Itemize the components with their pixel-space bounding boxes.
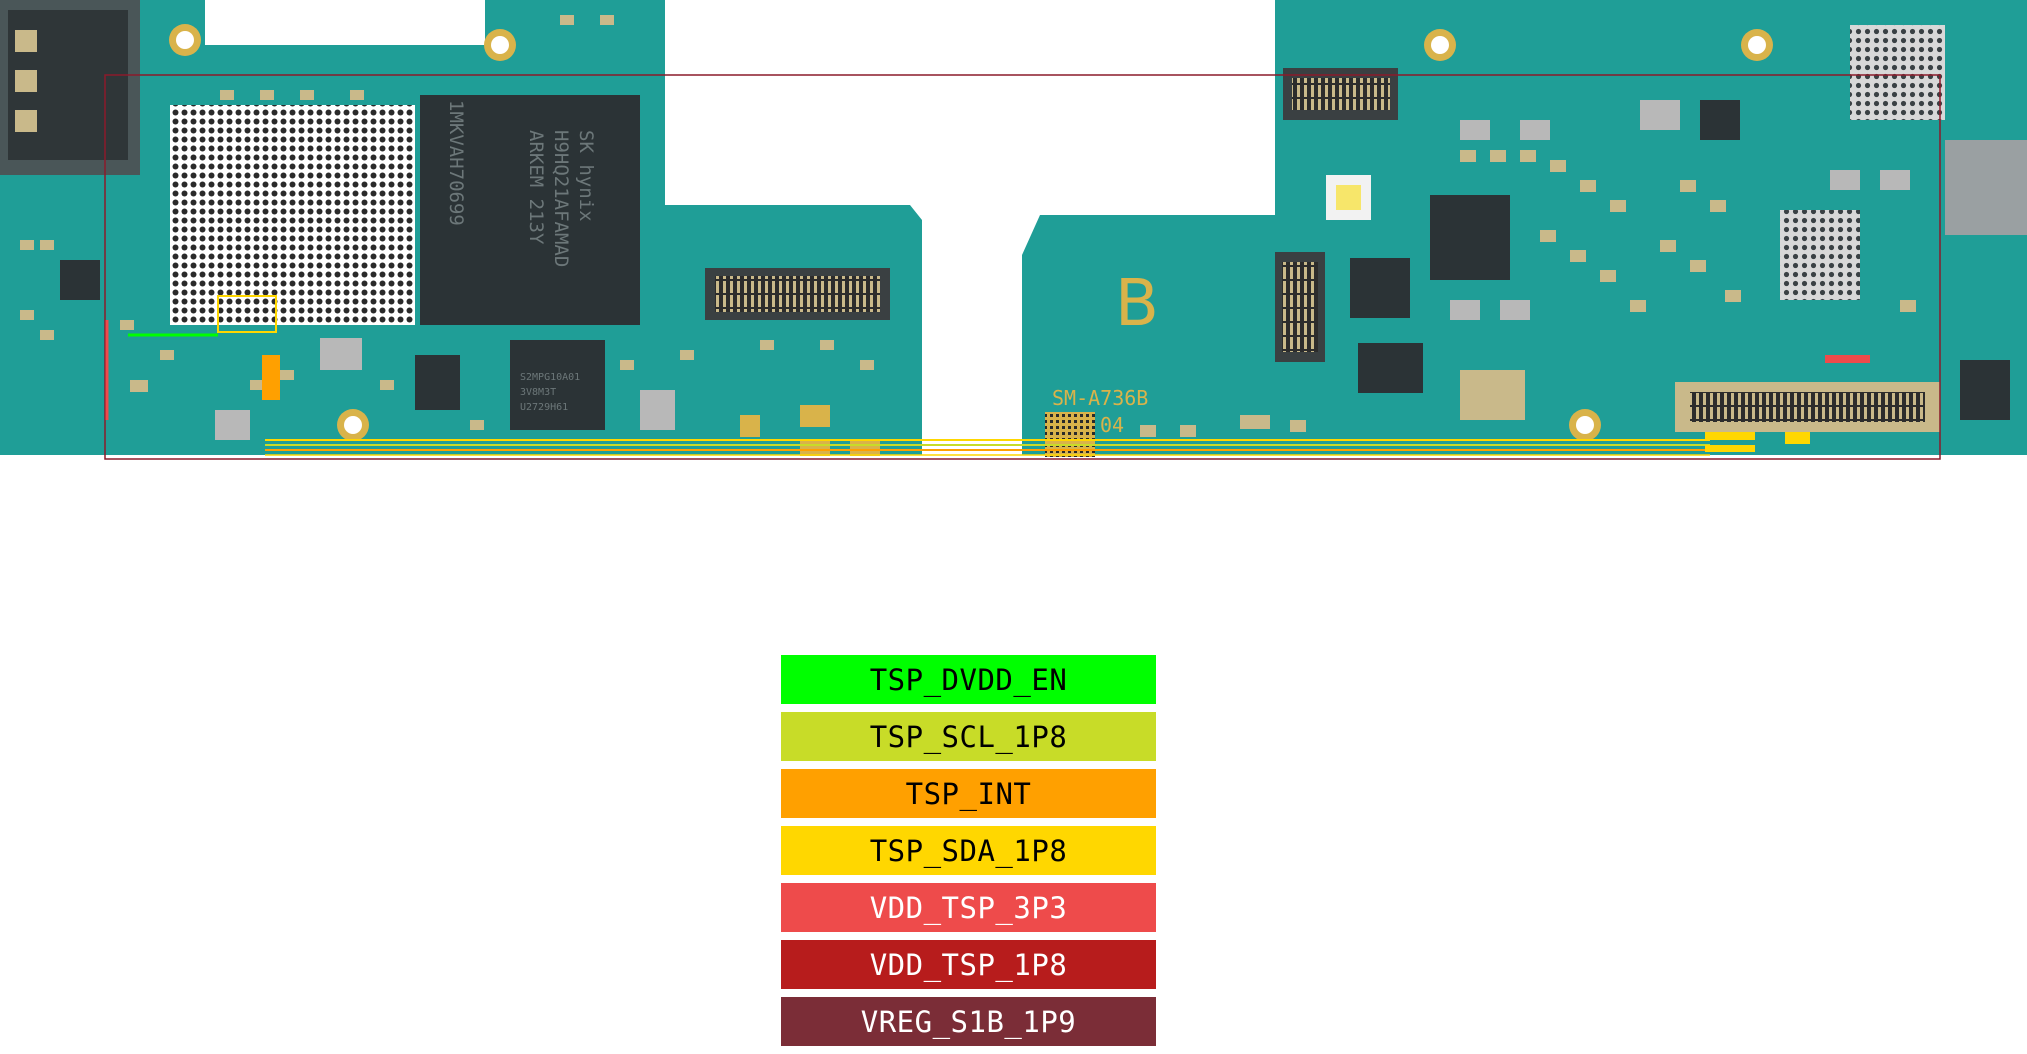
legend-item-tsp-int: TSP_INT xyxy=(781,769,1156,818)
left-board: SK hynix H9HQ21AFAMAD ARKEM 213Y 1MKVAH7… xyxy=(0,0,922,456)
pcb-board-view: SK hynix H9HQ21AFAMAD ARKEM 213Y 1MKVAH7… xyxy=(0,0,2027,470)
svg-text:3V8M3T: 3V8M3T xyxy=(520,387,556,398)
legend-item-vdd-tsp-3p3: VDD_TSP_3P3 xyxy=(781,883,1156,932)
svg-text:04: 04 xyxy=(1100,413,1124,437)
svg-text:S2MPG10A01: S2MPG10A01 xyxy=(520,372,580,383)
svg-text:B: B xyxy=(1115,267,1159,341)
svg-text:1MKVAH70699: 1MKVAH70699 xyxy=(445,100,467,226)
svg-text:U2729H61: U2729H61 xyxy=(520,402,568,413)
svg-text:ARKEM 213Y: ARKEM 213Y xyxy=(525,130,547,245)
svg-text:H9HQ21AFAMAD: H9HQ21AFAMAD xyxy=(550,130,572,267)
legend-item-tsp-dvdd-en: TSP_DVDD_EN xyxy=(781,655,1156,704)
svg-text:SK hynix: SK hynix xyxy=(575,130,597,222)
pcb-board-image: SK hynix H9HQ21AFAMAD ARKEM 213Y 1MKVAH7… xyxy=(0,0,2027,460)
memory-chip xyxy=(420,95,640,325)
legend-item-vreg-s1b-1p9: VREG_S1B_1P9 xyxy=(781,997,1156,1046)
right-board: B SM-A736B 04 xyxy=(1022,0,2027,457)
memory-bga-footprint xyxy=(170,105,415,325)
svg-text:SM-A736B: SM-A736B xyxy=(1052,386,1148,410)
legend-item-tsp-sda-1p8: TSP_SDA_1P8 xyxy=(781,826,1156,875)
signal-traces xyxy=(104,74,1941,460)
legend-item-tsp-scl-1p8: TSP_SCL_1P8 xyxy=(781,712,1156,761)
legend-item-vdd-tsp-1p8: VDD_TSP_1P8 xyxy=(781,940,1156,989)
